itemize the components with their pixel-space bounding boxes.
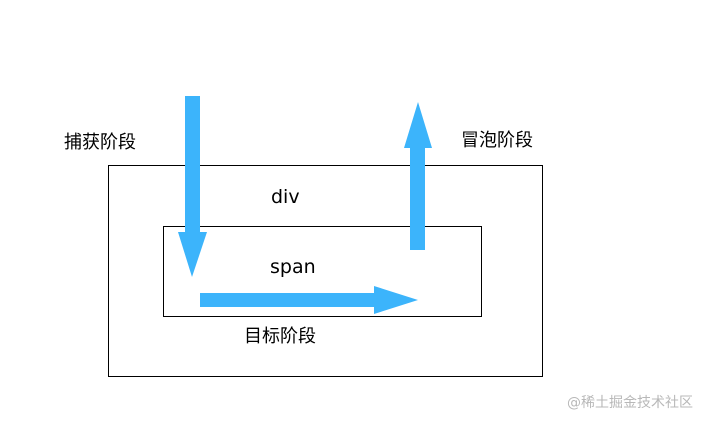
div-label: div — [271, 186, 300, 208]
div-element-box — [108, 165, 543, 377]
watermark: @稀土掘金技术社区 — [567, 395, 693, 411]
bubble-phase-label: 冒泡阶段 — [461, 130, 533, 151]
target-phase-label: 目标阶段 — [244, 326, 316, 347]
span-label: span — [270, 256, 316, 278]
span-element-box — [163, 226, 482, 317]
capture-phase-label: 捕获阶段 — [64, 132, 136, 153]
